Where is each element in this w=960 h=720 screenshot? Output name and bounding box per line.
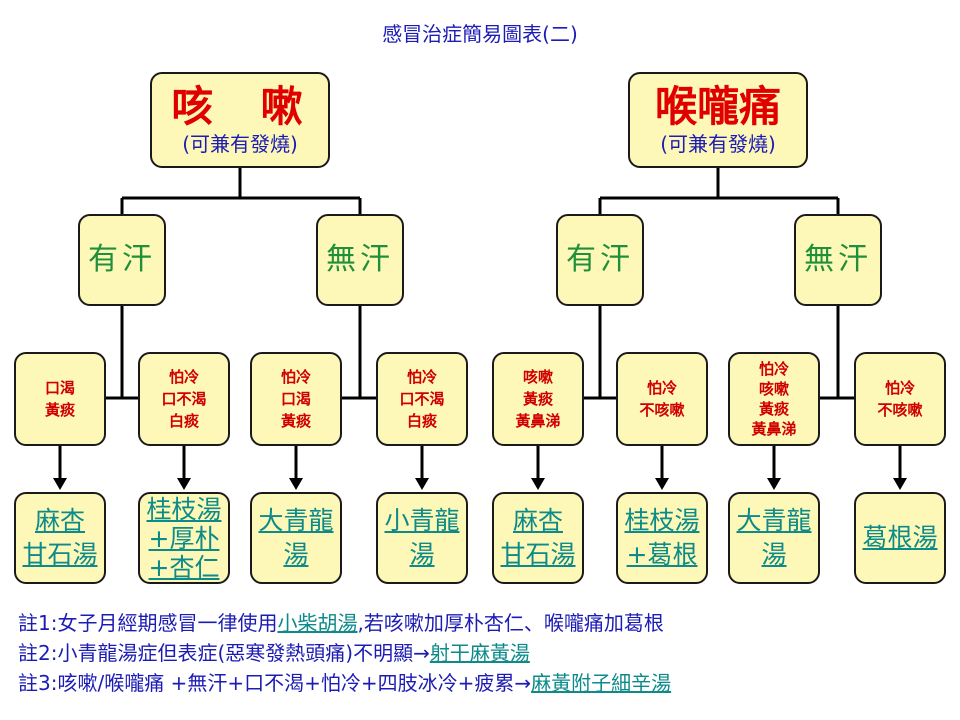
symptom-box: 怕冷 不咳嗽	[854, 352, 946, 446]
remedy-line: +厚朴	[148, 523, 220, 553]
symptom-line: 不咳嗽	[639, 401, 685, 419]
symptom-line: 黃鼻涕	[515, 412, 561, 430]
remedy-box: 葛根湯	[854, 492, 946, 584]
remedy-line: 小青龍	[384, 506, 460, 535]
remedy-box: 大青龍 湯	[728, 492, 820, 584]
remedy-line: 桂枝湯	[624, 506, 700, 535]
remedy-line: 葛根湯	[862, 523, 938, 552]
symptom-line: 黃痰	[758, 400, 789, 418]
remedy-line: 甘石湯	[22, 540, 98, 569]
remedy-line: 湯	[283, 540, 309, 569]
symptom-line: 白痰	[168, 412, 199, 430]
remedy-box: 麻杏 甘石湯	[14, 492, 106, 584]
remedy-line: 麻杏	[34, 506, 85, 535]
symptom-box: 怕冷 不咳嗽	[616, 352, 708, 446]
symptom-line: 怕冷	[168, 368, 199, 386]
symptom-line: 黃痰	[522, 390, 553, 408]
branch-label: 無汗	[804, 242, 872, 277]
symptom-box: 怕冷 口不渴 白痰	[138, 352, 230, 446]
note-text: 註1:女子月經期感冒一律使用	[18, 611, 278, 635]
note-1: 註1:女子月經期感冒一律使用小柴胡湯,若咳嗽加厚朴杏仁、喉嚨痛加葛根	[18, 608, 671, 638]
symptom-line: 口不渴	[161, 390, 207, 408]
note-3: 註3:咳嗽/喉嚨痛 +無汗+口不渴+怕冷+四肢冰冷+疲累→麻黃附子細辛湯	[18, 668, 671, 698]
remedy-line: 桂枝湯	[146, 494, 222, 524]
symptom-line: 怕冷	[280, 368, 311, 386]
symptom-line: 黃痰	[280, 412, 311, 430]
remedy-box: 小青龍 湯	[376, 492, 468, 584]
remedy-line: 麻杏	[512, 506, 563, 535]
note-text: 註3:咳嗽/喉嚨痛 +無汗+口不渴+怕冷+四肢冰冷+疲累→	[18, 671, 532, 695]
remedy-line: +杏仁	[148, 552, 220, 582]
remedy-line: 大青龍	[736, 506, 812, 535]
symptom-line: 咳嗽	[758, 380, 789, 398]
symptom-line: 口不渴	[399, 390, 445, 408]
branch-label: 有汗	[88, 242, 156, 277]
note-2: 註2:小青龍湯症但表症(惡寒發熱頭痛)不明顯→射干麻黃湯	[18, 638, 671, 668]
symptom-box: 怕冷 口不渴 白痰	[376, 352, 468, 446]
remedy-line: 大青龍	[258, 506, 334, 535]
remedy-link[interactable]: 麻黃附子細辛湯	[531, 671, 672, 695]
remedy-line: 甘石湯	[500, 540, 576, 569]
symptom-box: 口渴 黃痰	[14, 352, 106, 446]
symptom-line: 口渴	[44, 379, 75, 397]
remedy-box: 桂枝湯 +厚朴 +杏仁	[138, 492, 230, 584]
notes: 註1:女子月經期感冒一律使用小柴胡湯,若咳嗽加厚朴杏仁、喉嚨痛加葛根 註2:小青…	[18, 608, 671, 698]
symptom-line: 黃鼻涕	[751, 420, 797, 438]
branch-box-sweating: 有汗	[78, 214, 166, 306]
symptom-box: 怕冷 咳嗽 黃痰 黃鼻涕	[728, 352, 820, 446]
remedy-box: 麻杏 甘石湯	[492, 492, 584, 584]
remedy-line: 湯	[409, 540, 435, 569]
note-text: 註2:小青龍湯症但表症(惡寒發熱頭痛)不明顯→	[18, 641, 430, 665]
remedy-link[interactable]: 小柴胡湯	[277, 611, 358, 635]
root-subtitle: (可兼有發燒)	[660, 132, 776, 156]
symptom-line: 咳嗽	[522, 368, 553, 386]
root-box-cough: 咳 嗽 (可兼有發燒)	[150, 72, 330, 168]
symptom-line: 黃痰	[44, 401, 75, 419]
root-box-sore-throat: 喉嚨痛 (可兼有發燒)	[628, 72, 808, 168]
root-subtitle: (可兼有發燒)	[182, 132, 298, 156]
symptom-box: 怕冷 口渴 黃痰	[250, 352, 342, 446]
symptom-line: 怕冷	[406, 368, 437, 386]
symptom-box: 咳嗽 黃痰 黃鼻涕	[492, 352, 584, 446]
root-title: 咳 嗽	[171, 82, 309, 131]
symptom-line: 不咳嗽	[877, 401, 923, 419]
symptom-line: 怕冷	[646, 379, 677, 397]
remedy-box: 桂枝湯 +葛根	[616, 492, 708, 584]
symptom-line: 怕冷	[884, 379, 915, 397]
note-text: ,若咳嗽加厚朴杏仁、喉嚨痛加葛根	[357, 611, 664, 635]
branch-label: 無汗	[326, 242, 394, 277]
remedy-line: 湯	[761, 540, 787, 569]
remedy-box: 大青龍 湯	[250, 492, 342, 584]
branch-box-sweating: 有汗	[556, 214, 644, 306]
symptom-line: 口渴	[280, 390, 311, 408]
remedy-link[interactable]: 射干麻黃湯	[429, 641, 530, 665]
symptom-line: 怕冷	[758, 360, 789, 378]
remedy-line: +葛根	[626, 540, 698, 569]
root-title: 喉嚨痛	[654, 82, 781, 131]
symptom-line: 白痰	[406, 412, 437, 430]
branch-box-no-sweating: 無汗	[316, 214, 404, 306]
branch-label: 有汗	[566, 242, 634, 277]
branch-box-no-sweating: 無汗	[794, 214, 882, 306]
page-title: 感冒治症簡易圖表(二)	[382, 22, 578, 46]
